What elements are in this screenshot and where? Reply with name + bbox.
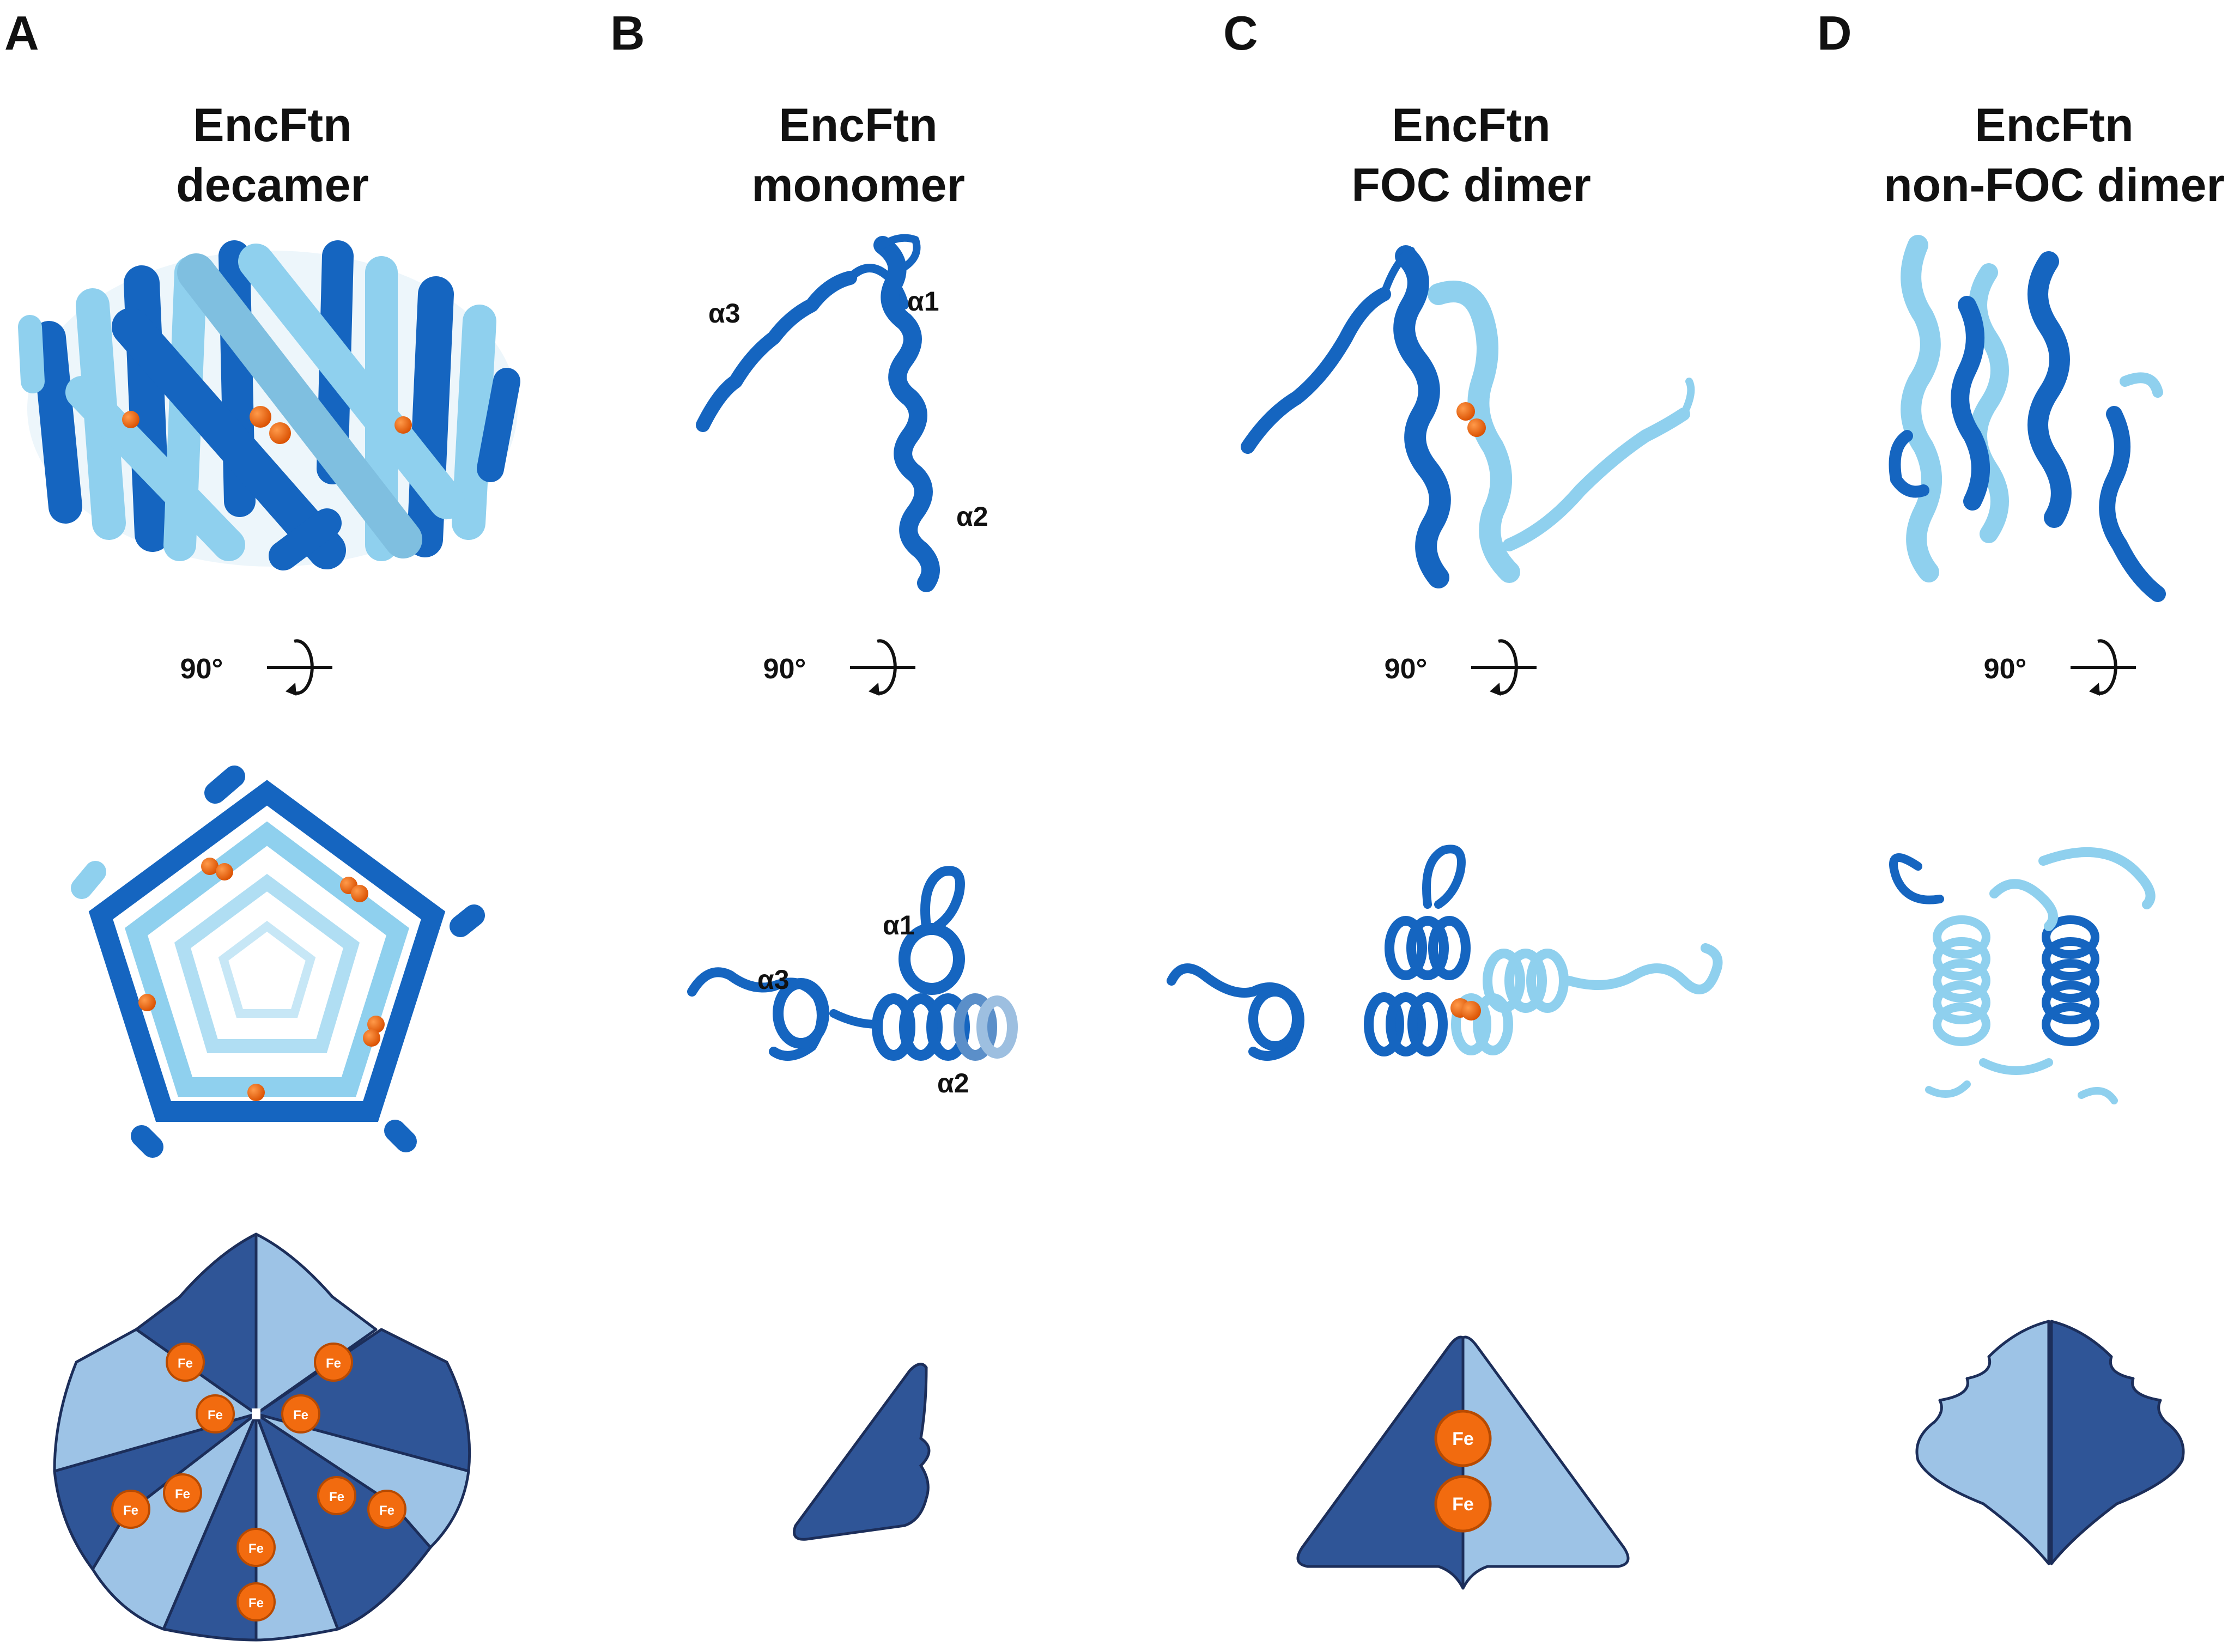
svg-text:Fe: Fe	[178, 1356, 193, 1371]
iron-atom-4: Fe	[281, 1394, 320, 1434]
non-foc-dimer-schematic	[1915, 1320, 2185, 1565]
rotation-marker-a: 90°	[180, 641, 332, 696]
svg-text:Fe: Fe	[293, 1408, 308, 1423]
rotation-label-d: 90°	[1984, 653, 2027, 685]
helix-label-a3-side: α3	[708, 298, 740, 329]
rotation-marker-c: 90°	[1385, 641, 1537, 696]
iron-atom-7: Fe	[111, 1490, 150, 1529]
decamer-side-view	[18, 240, 520, 570]
iron-atom-8: Fe	[163, 1473, 202, 1513]
rotation-label-b: 90°	[763, 653, 806, 685]
panel-title-d-line1: EncFtn	[1975, 99, 2134, 151]
decamer-top-view	[71, 766, 485, 1158]
helix-label-a1-top: α1	[883, 910, 915, 940]
monomer-top-view	[687, 866, 1018, 1061]
panel-title-c-line1: EncFtn	[1392, 99, 1551, 151]
svg-text:Fe: Fe	[175, 1487, 190, 1502]
panel-title-c-line2: FOC dimer	[1351, 159, 1591, 211]
decamer-schematic	[53, 1232, 471, 1642]
rotation-marker-d: 90°	[1984, 641, 2136, 696]
non-foc-dimer-top-view	[1889, 847, 2156, 1104]
decamer-iron-sites: Fe Fe Fe Fe Fe Fe Fe Fe Fe Fe	[111, 1343, 406, 1621]
foc-dimer-top-view	[1167, 845, 1723, 1061]
svg-text:Fe: Fe	[329, 1490, 344, 1504]
non-foc-dimer-side-view	[1889, 235, 2166, 602]
helix-label-a2-side: α2	[956, 501, 988, 532]
svg-text:Fe: Fe	[248, 1541, 264, 1556]
iron-atom-6: Fe	[367, 1490, 406, 1529]
iron-atom-9: Fe	[236, 1528, 276, 1567]
svg-text:Fe: Fe	[123, 1503, 138, 1518]
svg-text:Fe: Fe	[248, 1596, 264, 1611]
panel-title-b-line1: EncFtn	[779, 99, 938, 151]
panel-title-d-line2: non-FOC dimer	[1884, 159, 2225, 211]
panel-title-a-line2: decamer	[176, 159, 369, 211]
monomer-schematic	[793, 1363, 931, 1541]
panel-title-d: EncFtn non-FOC dimer	[1809, 95, 2234, 215]
rotation-label-a: 90°	[180, 653, 223, 685]
panel-title-a-line1: EncFtn	[193, 99, 352, 151]
svg-text:Fe: Fe	[208, 1408, 223, 1423]
panel-title-b-line2: monomer	[751, 159, 965, 211]
helix-label-a3-top: α3	[757, 964, 790, 995]
svg-text:Fe: Fe	[379, 1503, 394, 1518]
iron-atom-1: Fe	[166, 1343, 205, 1382]
panel-letter-c: C	[1223, 6, 1258, 60]
panel-letter-b: B	[610, 6, 645, 60]
iron-atom-5: Fe	[317, 1476, 356, 1515]
foc-dimer-side-view	[1241, 245, 1695, 588]
helix-label-a2-top: α2	[937, 1068, 969, 1098]
iron-atom-foc-1: Fe	[1434, 1410, 1492, 1467]
panel-title-c: EncFtn FOC dimer	[1226, 95, 1716, 215]
panel-letter-a: A	[4, 6, 39, 60]
rotation-label-c: 90°	[1385, 653, 1428, 685]
iron-atom-foc-2: Fe	[1434, 1475, 1492, 1533]
svg-text:Fe: Fe	[326, 1356, 341, 1371]
iron-atom-3: Fe	[314, 1343, 353, 1382]
panel-title-a: EncFtn decamer	[27, 95, 518, 215]
iron-atom-2: Fe	[196, 1394, 235, 1434]
svg-text:Fe: Fe	[1452, 1429, 1474, 1449]
helix-label-a1-side: α1	[907, 286, 939, 317]
panel-title-b: EncFtn monomer	[613, 95, 1103, 215]
foc-iron-sites: Fe Fe	[1434, 1410, 1492, 1533]
svg-text:Fe: Fe	[1452, 1494, 1474, 1515]
rotation-marker-b: 90°	[763, 641, 915, 696]
panel-letter-d: D	[1817, 6, 1852, 60]
monomer-side-view	[696, 234, 940, 592]
foc-dimer-schematic	[1296, 1335, 1630, 1590]
iron-atom-10: Fe	[236, 1582, 276, 1621]
